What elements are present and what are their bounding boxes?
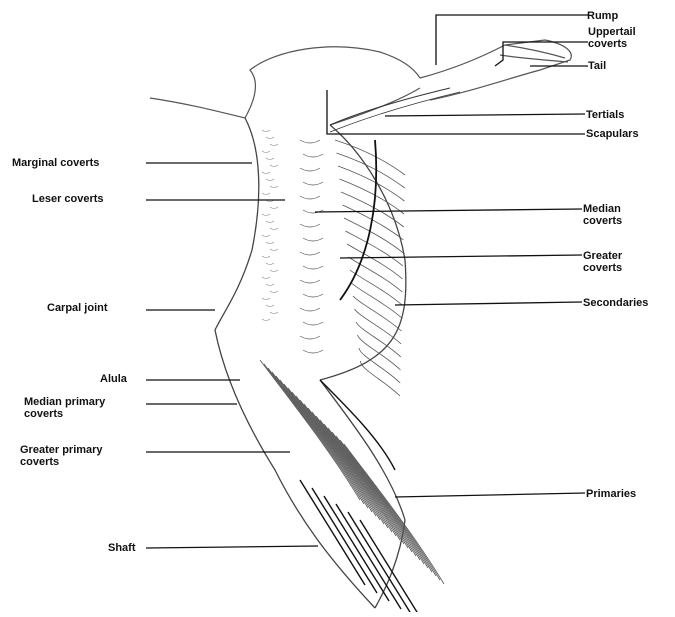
feather-stroke [270, 249, 278, 251]
feather-stroke [262, 151, 270, 153]
label-shaft: Shaft [108, 542, 136, 554]
label-rump: Rump [587, 10, 618, 22]
label-primaries: Primaries [586, 488, 636, 500]
feather-stroke [300, 140, 320, 143]
leader-line [395, 302, 582, 305]
label-tertials: Tertials [586, 109, 624, 121]
feather-stroke [300, 168, 320, 171]
feather-stroke [303, 350, 323, 353]
feather-stroke [266, 221, 274, 223]
leader-line [146, 546, 318, 548]
feather-stroke [303, 322, 323, 325]
feather-stroke [300, 224, 320, 227]
feather-stroke [270, 312, 278, 314]
feather-stroke [300, 252, 320, 255]
feather-stroke [300, 280, 320, 283]
feather-stroke [262, 277, 270, 279]
leader-lines [146, 15, 588, 548]
feather-stroke [303, 266, 323, 269]
feather-stroke [262, 214, 270, 216]
feather-stroke [360, 361, 399, 396]
label-median-primary-coverts: Median primary coverts [24, 396, 105, 420]
feather-stroke [262, 130, 270, 132]
feather-stroke [270, 144, 278, 146]
feather-stroke [300, 196, 320, 199]
feather-stroke [270, 228, 278, 230]
feather-stroke [270, 165, 278, 167]
feather-stroke [340, 179, 405, 214]
feather-stroke [266, 242, 274, 244]
feather-stroke [335, 140, 405, 175]
feather-stroke [303, 294, 323, 297]
feather-stroke [270, 270, 278, 272]
feather-stroke [270, 291, 278, 293]
feather-stroke [338, 166, 404, 201]
feather-stroke [262, 319, 270, 321]
feather-stroke [266, 137, 274, 139]
feather-stroke [262, 172, 270, 174]
feather-stroke [262, 235, 270, 237]
label-scapulars: Scapulars [586, 128, 639, 140]
feather-stroke [303, 238, 323, 241]
feather-stroke [300, 480, 365, 585]
body-outline [150, 40, 571, 125]
feather-stroke [266, 305, 274, 307]
label-lesser-coverts: Leser coverts [32, 193, 104, 205]
feather-stroke [262, 193, 270, 195]
label-alula: Alula [100, 373, 127, 385]
feather-stroke [303, 182, 323, 185]
feather-stroke [270, 186, 278, 188]
feather-stroke [360, 520, 425, 612]
feather-stroke [266, 284, 274, 286]
feather-stroke [355, 309, 402, 344]
feather-stroke [300, 308, 320, 311]
feather-stroke [266, 179, 274, 181]
label-secondaries: Secondaries [583, 297, 648, 309]
feather-stroke [262, 256, 270, 258]
label-tail: Tail [588, 60, 606, 72]
label-marginal-coverts: Marginal coverts [12, 157, 99, 169]
feather-stroke [262, 298, 270, 300]
feather-stroke [270, 207, 278, 209]
feather-stroke [303, 154, 323, 157]
label-greater-coverts: Greater coverts [583, 250, 622, 274]
leader-line [395, 493, 585, 497]
feather-stroke [337, 153, 405, 188]
feather-stroke [266, 263, 274, 265]
leader-line [385, 114, 585, 116]
label-uppertail-coverts: Uppertail coverts [588, 26, 636, 50]
feather-stroke [266, 158, 274, 160]
feather-stroke [260, 360, 360, 500]
leader-line [340, 255, 582, 258]
feather-lines [260, 88, 460, 612]
label-greater-primary-coverts: Greater primary coverts [20, 444, 103, 468]
wing-outline [215, 118, 406, 608]
leader-line [436, 15, 588, 65]
label-median-coverts: Median coverts [583, 203, 622, 227]
label-carpal-joint: Carpal joint [47, 302, 108, 314]
feather-stroke [300, 336, 320, 339]
